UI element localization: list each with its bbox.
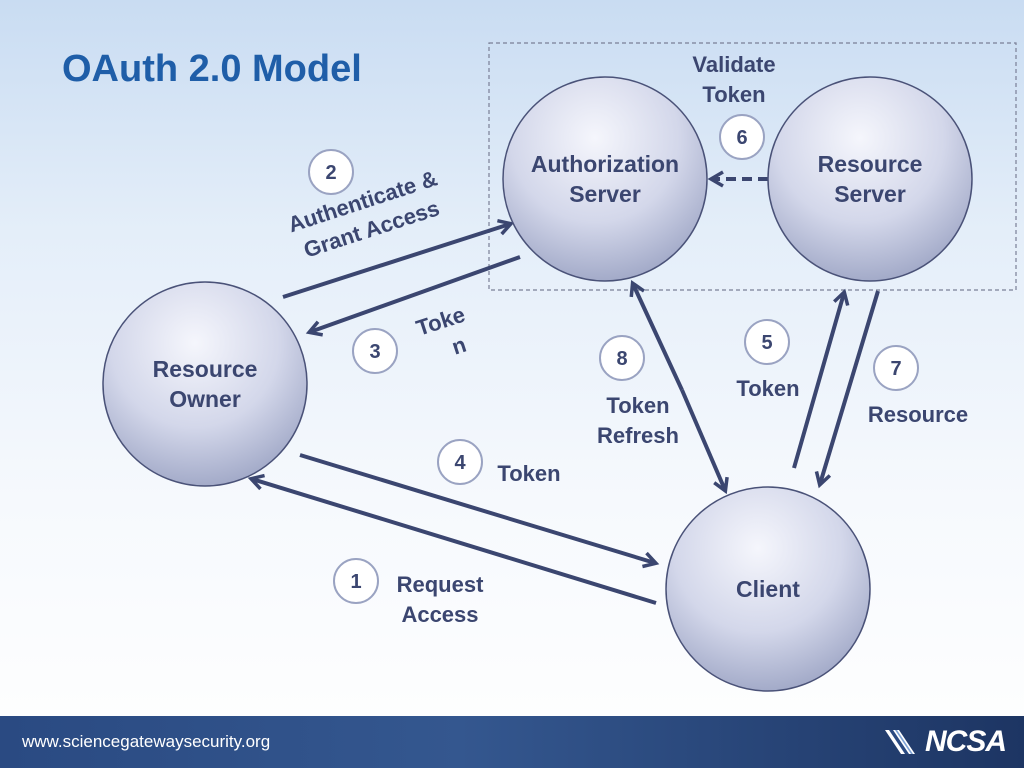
step-8-label-line1: Token [606, 393, 669, 418]
arrow-request-access [247, 473, 657, 605]
node-client: Client [665, 486, 871, 692]
step-7-number: 7 [890, 358, 901, 380]
arrow-resource-to-client [814, 290, 880, 489]
step-8-label-line2: Refresh [597, 423, 679, 448]
step-8-number: 8 [616, 348, 627, 370]
step-badge-3: 3 [352, 328, 398, 374]
step-7-label: Resource [868, 402, 968, 427]
step-badge-8: 8 [599, 335, 645, 381]
step-6-label-line1: Validate [692, 52, 775, 77]
ncsa-logo: NCSA [884, 725, 1007, 758]
oauth-diagram: Authorization Server Resource Server Res… [102, 42, 1017, 692]
trust-boundary [488, 42, 1017, 291]
arrow-token-to-client [299, 453, 660, 569]
ncsa-logo-text: NCSA [924, 725, 1007, 758]
step-3-label-line2: n [449, 332, 470, 360]
step-5-number: 5 [761, 332, 772, 354]
resource-owner-label-line1: Resource [153, 356, 258, 382]
step-2-number: 2 [325, 162, 336, 184]
step-3-number: 3 [369, 341, 380, 363]
resource-server-label-line2: Server [834, 181, 906, 207]
footer-bar: www.sciencegatewaysecurity.org NCSA [0, 716, 1024, 768]
client-label: Client [736, 576, 800, 602]
node-resource-server: Resource Server [767, 76, 973, 282]
arrow-token-to-owner [305, 255, 521, 337]
node-resource-owner: Resource Owner [102, 281, 308, 487]
node-authorization-server: Authorization Server [502, 76, 708, 282]
auth-server-label-line1: Authorization [531, 151, 679, 177]
resource-owner-label-line2: Owner [169, 386, 241, 412]
step-badge-7: 7 [873, 345, 919, 391]
auth-server-label-line2: Server [569, 181, 641, 207]
arrow-token-to-resource-server [792, 288, 850, 469]
step-badge-6: 6 [719, 114, 765, 160]
arrow-authenticate-grant [282, 218, 515, 299]
arrow-token-refresh-down [680, 389, 729, 495]
footer-url[interactable]: www.sciencegatewaysecurity.org [22, 732, 271, 751]
step-badge-5: 5 [744, 319, 790, 365]
step-1-label-line1: Request [397, 572, 484, 597]
step-6-label-line2: Token [702, 82, 765, 107]
step-4-label: Token [497, 461, 560, 486]
step-badge-4: 4 [437, 439, 483, 485]
step-6-number: 6 [736, 127, 747, 149]
page-title: OAuth 2.0 Model [62, 48, 362, 90]
step-1-number: 1 [350, 571, 361, 593]
step-5-label: Token [736, 376, 799, 401]
step-4-number: 4 [454, 452, 466, 474]
ncsa-logo-mark-icon [884, 730, 915, 754]
step-1-label-line2: Access [401, 602, 478, 627]
resource-server-label-line1: Resource [818, 151, 923, 177]
arrow-token-refresh-up [629, 279, 684, 391]
step-badge-1: 1 [333, 558, 379, 604]
step-badge-2: 2 [308, 149, 354, 195]
